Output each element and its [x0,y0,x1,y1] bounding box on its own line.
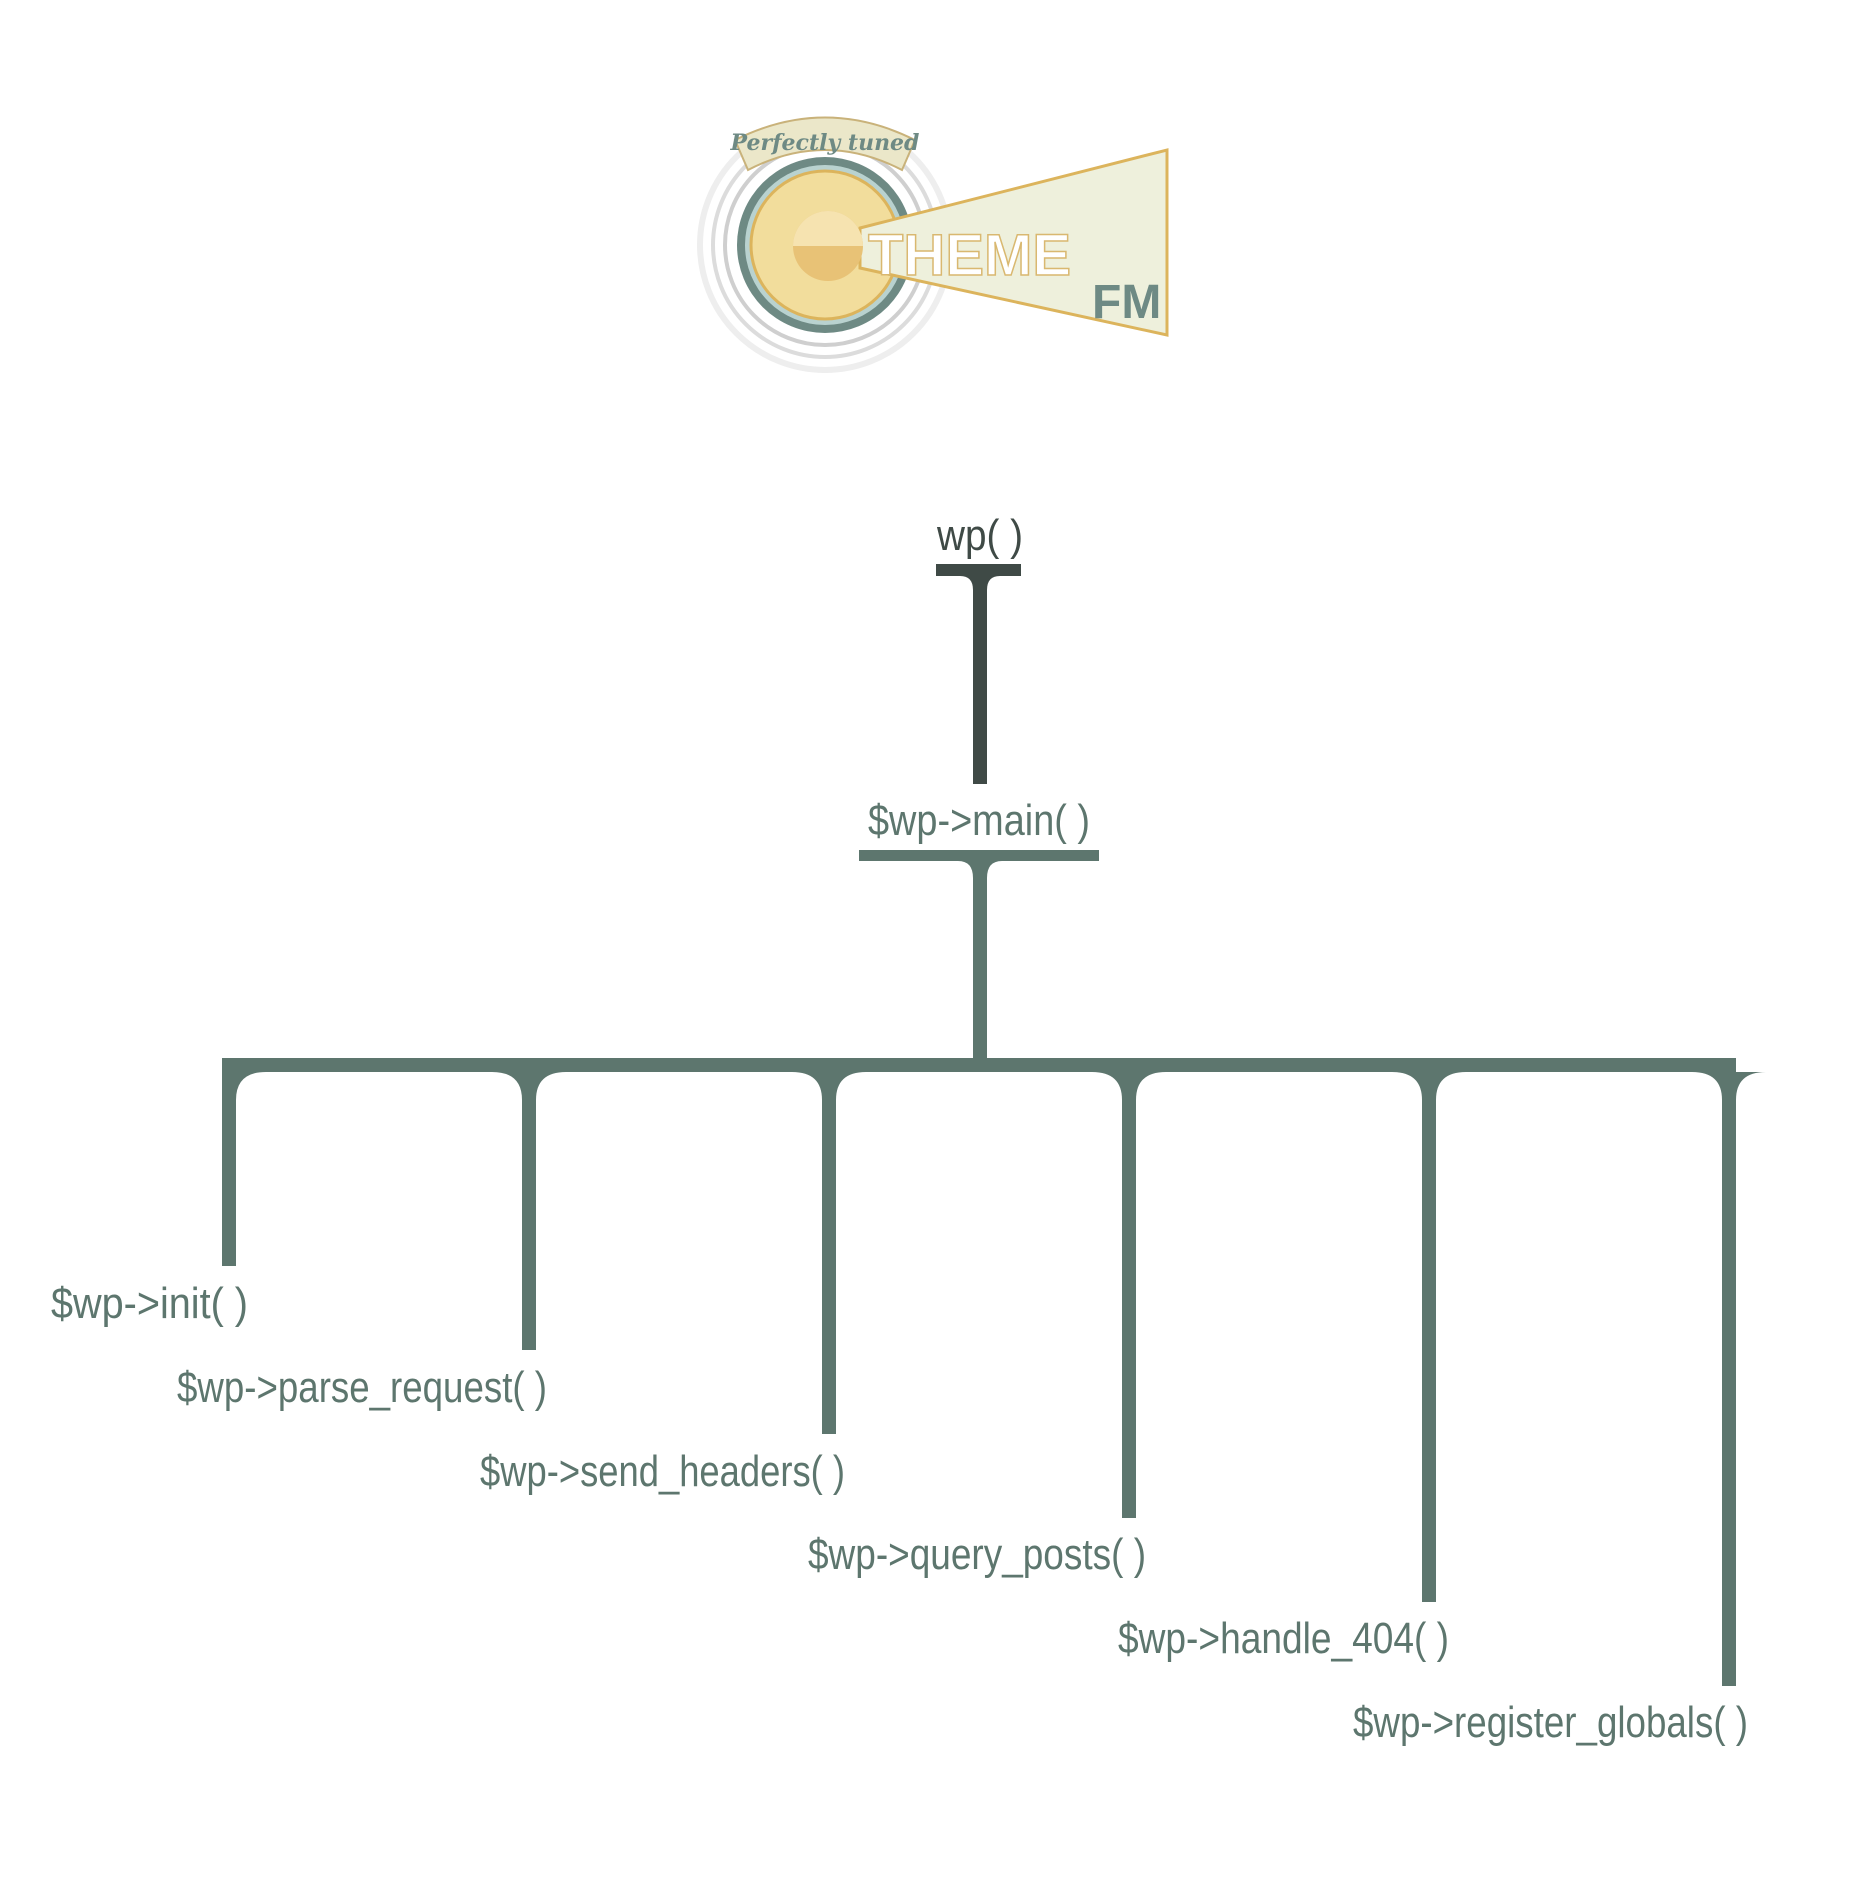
node-parse-request: $wp->parse_request( ) [177,1363,547,1412]
branch-drop [1692,1072,1766,1686]
branch-drop [1092,1072,1166,1518]
theme-fm-logo: Perfectly tuned THEME FM [697,116,1169,373]
node-register-globals: $wp->register_globals( ) [1353,1698,1748,1747]
node-init: $wp->init( ) [51,1279,248,1328]
node-query-posts: $wp->query_posts( ) [808,1530,1146,1579]
branch-bar [222,1058,1736,1072]
node-wp: wp( ) [936,511,1023,560]
logo-suffix: FM [1092,276,1161,329]
branch-drop [222,1072,266,1266]
children-connector [222,1058,1766,1686]
node-send-headers: $wp->send_headers( ) [480,1447,845,1496]
main-connector [859,850,1099,1058]
branch-drop [792,1072,866,1434]
node-main: $wp->main( ) [868,796,1090,845]
logo-tagline: Perfectly tuned [730,130,920,156]
branch-drop [492,1072,566,1350]
branch-drop [1392,1072,1466,1602]
root-connector [936,564,1021,784]
node-handle-404: $wp->handle_404( ) [1118,1614,1449,1663]
logo-brand: THEME [868,223,1071,288]
